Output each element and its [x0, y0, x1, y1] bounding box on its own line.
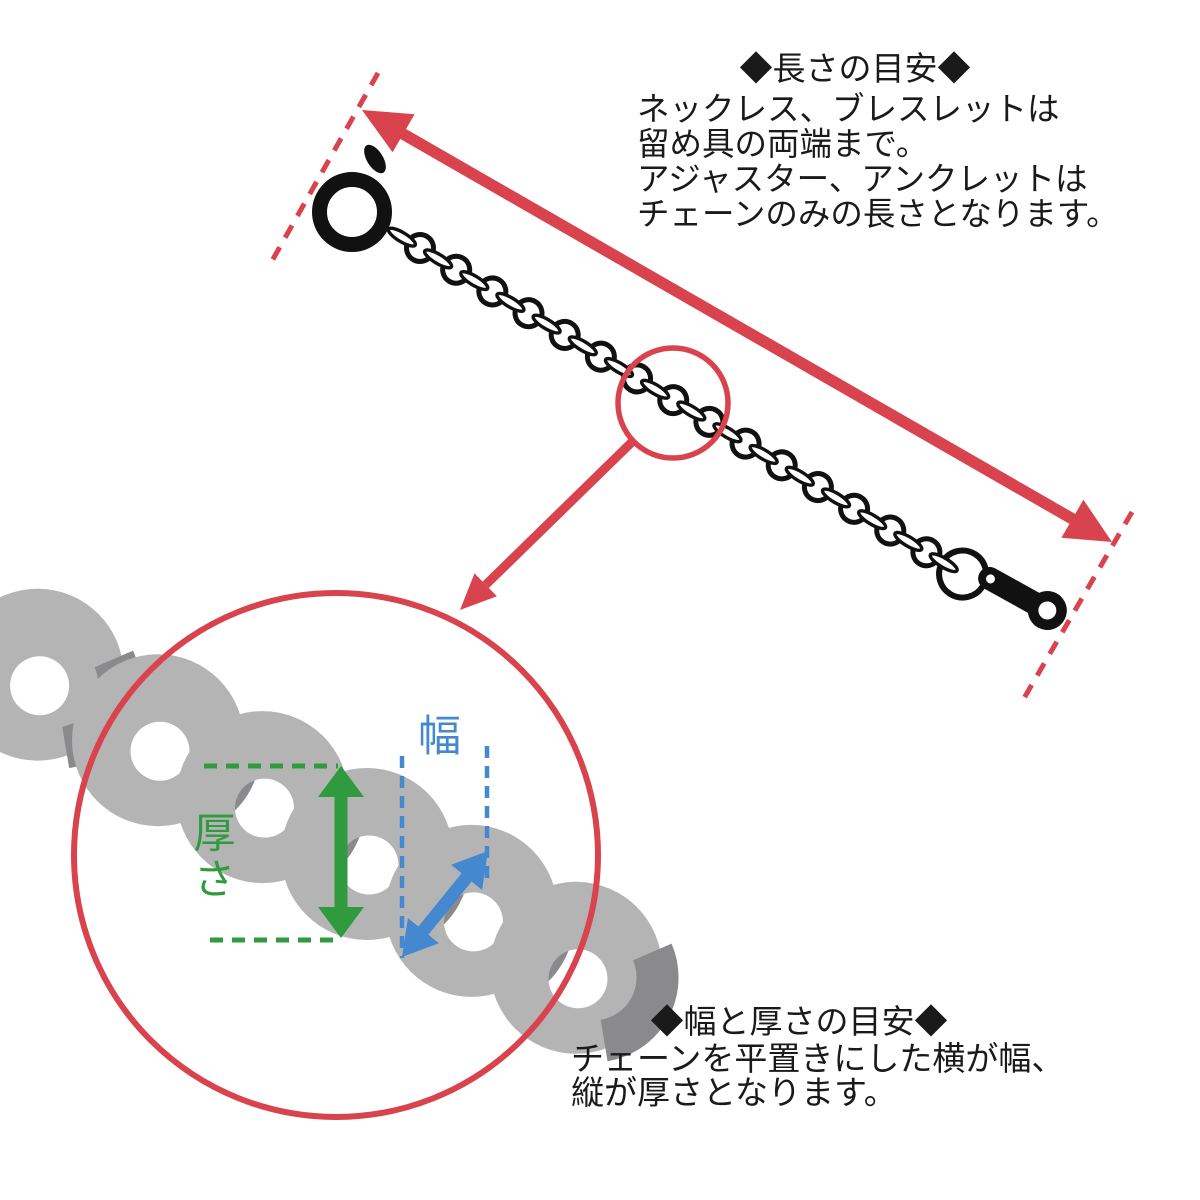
length-guide-line-4: チェーンのみの長さとなります。	[637, 196, 1119, 232]
width-measure	[399, 746, 490, 958]
detail-guide-title: ◆幅と厚さの目安◆	[650, 1003, 948, 1040]
thickness-measure	[204, 763, 364, 943]
length-guide-title: ◆長さの目安◆	[739, 50, 971, 87]
length-guide-line-2: 留め具の両端まで。	[637, 126, 929, 162]
length-boundary-lines	[265, 71, 1135, 702]
chain-highlight-circle	[615, 345, 731, 461]
chain-links	[386, 226, 990, 601]
chain-end-tag	[978, 566, 1067, 630]
magnified-view-circle	[71, 590, 601, 1120]
magnified-chain-rings	[0, 588, 679, 1062]
width-arrow	[402, 851, 488, 957]
length-boundary-start-dashed-line	[265, 71, 381, 270]
length-guide-text: ネックレス、ブレスレットは 留め具の両端まで。 アジャスター、アンクレットは チ…	[637, 92, 1119, 232]
length-guide-line-3: アジャスター、アンクレットは	[637, 161, 1088, 197]
detail-guide-line-1: チェーンを平置きにした横が幅、	[571, 1040, 1065, 1077]
detail-guide-text: チェーンを平置きにした横が幅、 縦が厚さとなります。	[571, 1042, 1064, 1110]
width-label: 幅	[418, 713, 461, 761]
chain-illustration	[312, 144, 1067, 630]
magnifier-leader-arrow	[460, 437, 637, 610]
length-boundary-end-dashed-line	[1020, 510, 1135, 702]
chain-ring	[490, 881, 662, 1054]
chain-ring-shadow	[599, 943, 679, 1062]
thickness-arrow	[318, 766, 364, 938]
length-measure-arrow	[362, 110, 1112, 542]
spring-clasp-lever	[364, 144, 386, 174]
spring-clasp-ring	[312, 172, 392, 252]
detail-guide-line-2: 縦が厚さとなります。	[571, 1074, 897, 1111]
length-guide-line-1: ネックレス、ブレスレットは	[637, 91, 1060, 127]
thickness-label: 厚さ	[188, 811, 235, 903]
